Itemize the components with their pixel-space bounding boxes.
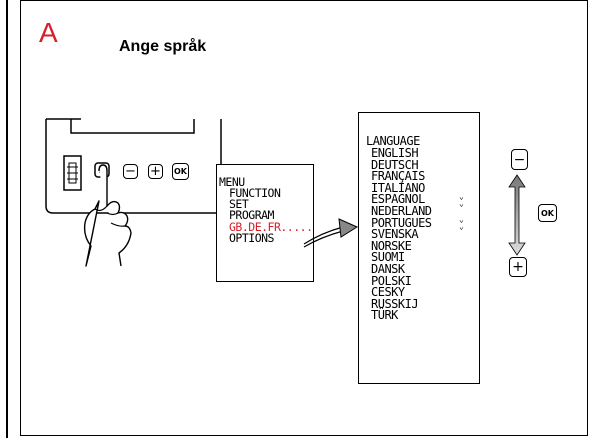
menu-item-program[interactable]: PROGRAM: [229, 208, 274, 222]
language-list: ENGLISH DEUTSCH FRANÇAIS ITALIANO ESPAGN…: [371, 146, 432, 323]
language-item[interactable]: ESPAGNOL: [371, 192, 425, 207]
menu-item-set[interactable]: SET: [229, 197, 249, 211]
nav-minus-label: −: [513, 151, 526, 168]
language-item[interactable]: TÜRK: [371, 308, 398, 323]
instruction-panel: A Ange språk − + OK: [20, 0, 588, 436]
language-item[interactable]: CESKY: [371, 285, 405, 300]
plus-label: +: [150, 164, 161, 179]
language-title: LANGUAGE: [366, 134, 420, 148]
up-down-arrow-icon: [508, 174, 526, 256]
bobbin-icon: [67, 162, 78, 184]
language-item[interactable]: FRANÇAIS: [371, 169, 425, 184]
minus-label: −: [125, 164, 136, 179]
nav-ok-label: OK: [541, 208, 554, 218]
language-item[interactable]: ENGLISH: [371, 146, 419, 160]
main-menu-display: MENU FUNCTION SET PROGRAM GB.DE.FR..... …: [216, 164, 314, 282]
scroll-chevron-icon: ⌄⌄: [459, 215, 464, 231]
language-item[interactable]: NEDERLAND: [371, 203, 432, 218]
language-item[interactable]: SUOMI: [371, 250, 405, 265]
nav-down-plus-key[interactable]: +: [509, 257, 527, 277]
ok-label: OK: [174, 167, 187, 176]
pointing-hand-icon: [83, 164, 132, 267]
arrow-to-language: [303, 218, 359, 248]
language-item[interactable]: SVENSKA: [371, 227, 419, 242]
language-menu-display: LANGUAGE ENGLISH DEUTSCH FRANÇAIS ITALIA…: [358, 112, 480, 384]
machine-plus-key[interactable]: +: [148, 164, 163, 179]
scroll-chevron-icon: ⌄⌄: [459, 192, 464, 208]
language-item[interactable]: POLSKI: [371, 273, 412, 288]
nav-ok-key[interactable]: OK: [538, 204, 557, 222]
nav-plus-label: +: [512, 259, 524, 275]
machine-ok-key[interactable]: OK: [172, 163, 189, 180]
language-item[interactable]: NORSKE: [371, 238, 412, 253]
menu-title: MENU: [219, 175, 245, 189]
menu-item-function[interactable]: FUNCTION: [229, 186, 281, 200]
step-letter: A: [39, 17, 58, 48]
machine-minus-key[interactable]: −: [123, 164, 138, 179]
page-left-border: [0, 0, 8, 438]
language-item[interactable]: DANSK: [371, 261, 405, 276]
step-title: Ange språk: [119, 38, 207, 55]
menu-item-options[interactable]: OPTIONS: [229, 231, 274, 245]
language-item[interactable]: PORTUGUES: [371, 215, 432, 230]
menu-item-language[interactable]: GB.DE.FR.....: [229, 220, 313, 234]
language-item[interactable]: RUSSKIJ: [371, 296, 419, 311]
language-item[interactable]: DEUTSCH: [371, 157, 419, 172]
language-item[interactable]: ITALIANO: [371, 180, 425, 195]
machine-illustration: [45, 118, 222, 267]
nav-up-minus-key[interactable]: −: [511, 149, 528, 170]
